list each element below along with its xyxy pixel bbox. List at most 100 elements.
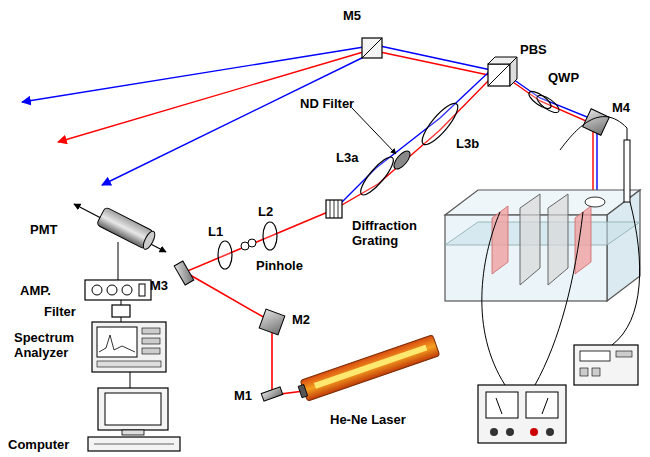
pbs-cube xyxy=(488,57,517,86)
component-label: AMP. xyxy=(20,283,51,298)
blue-beam xyxy=(510,77,597,205)
drawing-part xyxy=(326,200,342,218)
drawing-part xyxy=(490,428,498,436)
component-label: PMT xyxy=(30,222,57,237)
translation-arrow xyxy=(74,204,166,252)
pmt-tube xyxy=(96,207,157,251)
electrolytic-tank xyxy=(445,190,640,301)
signal-wire xyxy=(121,317,122,322)
drawing-part xyxy=(300,335,440,401)
drawing-part xyxy=(338,200,339,218)
drawing-part xyxy=(142,348,160,354)
drawing-part xyxy=(97,361,161,367)
signal-wire xyxy=(121,300,122,305)
component-label: M1 xyxy=(234,388,252,403)
wire xyxy=(612,202,640,345)
component-label: Spectrum Analyzer xyxy=(14,330,86,360)
red-beam xyxy=(510,80,593,205)
leader-line xyxy=(352,108,396,154)
drawing-part xyxy=(97,327,137,357)
temperature-controller xyxy=(574,345,638,385)
drawing-part xyxy=(105,393,161,425)
mirror-m2 xyxy=(259,309,285,335)
drawing-part xyxy=(107,285,117,295)
drawing-part xyxy=(492,206,508,274)
drawing-part xyxy=(574,345,638,385)
drawing-part xyxy=(478,385,566,443)
computer xyxy=(88,388,180,451)
lens-l3b xyxy=(417,99,463,149)
drawing-part xyxy=(88,437,180,451)
drawing-part xyxy=(85,280,151,300)
drawing-part xyxy=(542,398,548,414)
component-label: PBS xyxy=(520,42,547,57)
diffraction-grating xyxy=(326,200,342,218)
spectrum-analyzer xyxy=(92,322,166,372)
mirror-m5 xyxy=(362,38,382,58)
lens-l3a xyxy=(356,153,398,199)
drawing-part xyxy=(488,64,510,86)
drawing-part xyxy=(530,428,538,436)
mirror-m5 xyxy=(362,38,382,58)
drawing-part xyxy=(575,206,591,274)
amplifier xyxy=(85,280,151,300)
component-label: M4 xyxy=(612,100,630,115)
drawing-part xyxy=(99,335,135,352)
lens-l2 xyxy=(263,222,277,250)
drawing-part xyxy=(142,328,160,334)
drawing-part xyxy=(592,368,600,376)
drawing-part xyxy=(334,200,335,218)
quarter-wave-plate xyxy=(534,92,561,115)
power-supply xyxy=(478,385,566,443)
laser-tube xyxy=(296,335,439,403)
drawing-part xyxy=(330,200,331,218)
component-label: L3b xyxy=(456,136,479,151)
component-label: L3a xyxy=(336,150,358,165)
drawing-part xyxy=(520,194,540,285)
drawing-part xyxy=(616,351,632,357)
drawing-part xyxy=(141,230,157,251)
blue-beam xyxy=(22,46,370,102)
component-label: L2 xyxy=(258,204,273,219)
drawing-part xyxy=(139,284,145,296)
component-label: Diffraction Grating xyxy=(352,218,434,248)
drawing-part xyxy=(122,285,132,295)
thermometer xyxy=(624,128,630,202)
signal-wire xyxy=(130,372,131,388)
drawing-part xyxy=(624,140,630,202)
component-label: Pinhole xyxy=(256,258,303,273)
drawing-part xyxy=(607,190,640,301)
laser-beam xyxy=(185,209,335,395)
drawing-part xyxy=(510,57,517,86)
wire xyxy=(560,117,627,150)
drawing-part xyxy=(92,285,102,295)
component-label: M3 xyxy=(150,278,168,293)
drawing-part xyxy=(496,398,502,414)
component-label: He-Ne Laser xyxy=(330,412,406,427)
drawing-part xyxy=(526,392,558,418)
mirror-m1 xyxy=(261,387,283,401)
drawing-part xyxy=(580,351,610,361)
drawing-part xyxy=(298,384,308,397)
component-label: L1 xyxy=(208,224,223,239)
drawing-part xyxy=(488,64,510,86)
blue-beam xyxy=(102,54,370,185)
signal-wire xyxy=(118,242,119,280)
drawing-part xyxy=(94,444,174,445)
wire xyxy=(482,212,505,385)
component-label: M5 xyxy=(343,8,361,23)
filter-box xyxy=(112,305,130,317)
drawing-part xyxy=(548,194,568,285)
drawing-part xyxy=(445,190,640,215)
blue-beam xyxy=(335,46,491,209)
drawing-part xyxy=(580,368,588,376)
component-label: M2 xyxy=(292,312,310,327)
red-beam xyxy=(58,50,370,142)
drawing-part xyxy=(314,345,428,389)
drawing-part xyxy=(585,197,605,207)
drawing-part xyxy=(122,430,144,435)
drawing-part xyxy=(627,128,628,140)
drawing-part xyxy=(546,428,554,436)
component-label: Computer xyxy=(8,437,69,452)
